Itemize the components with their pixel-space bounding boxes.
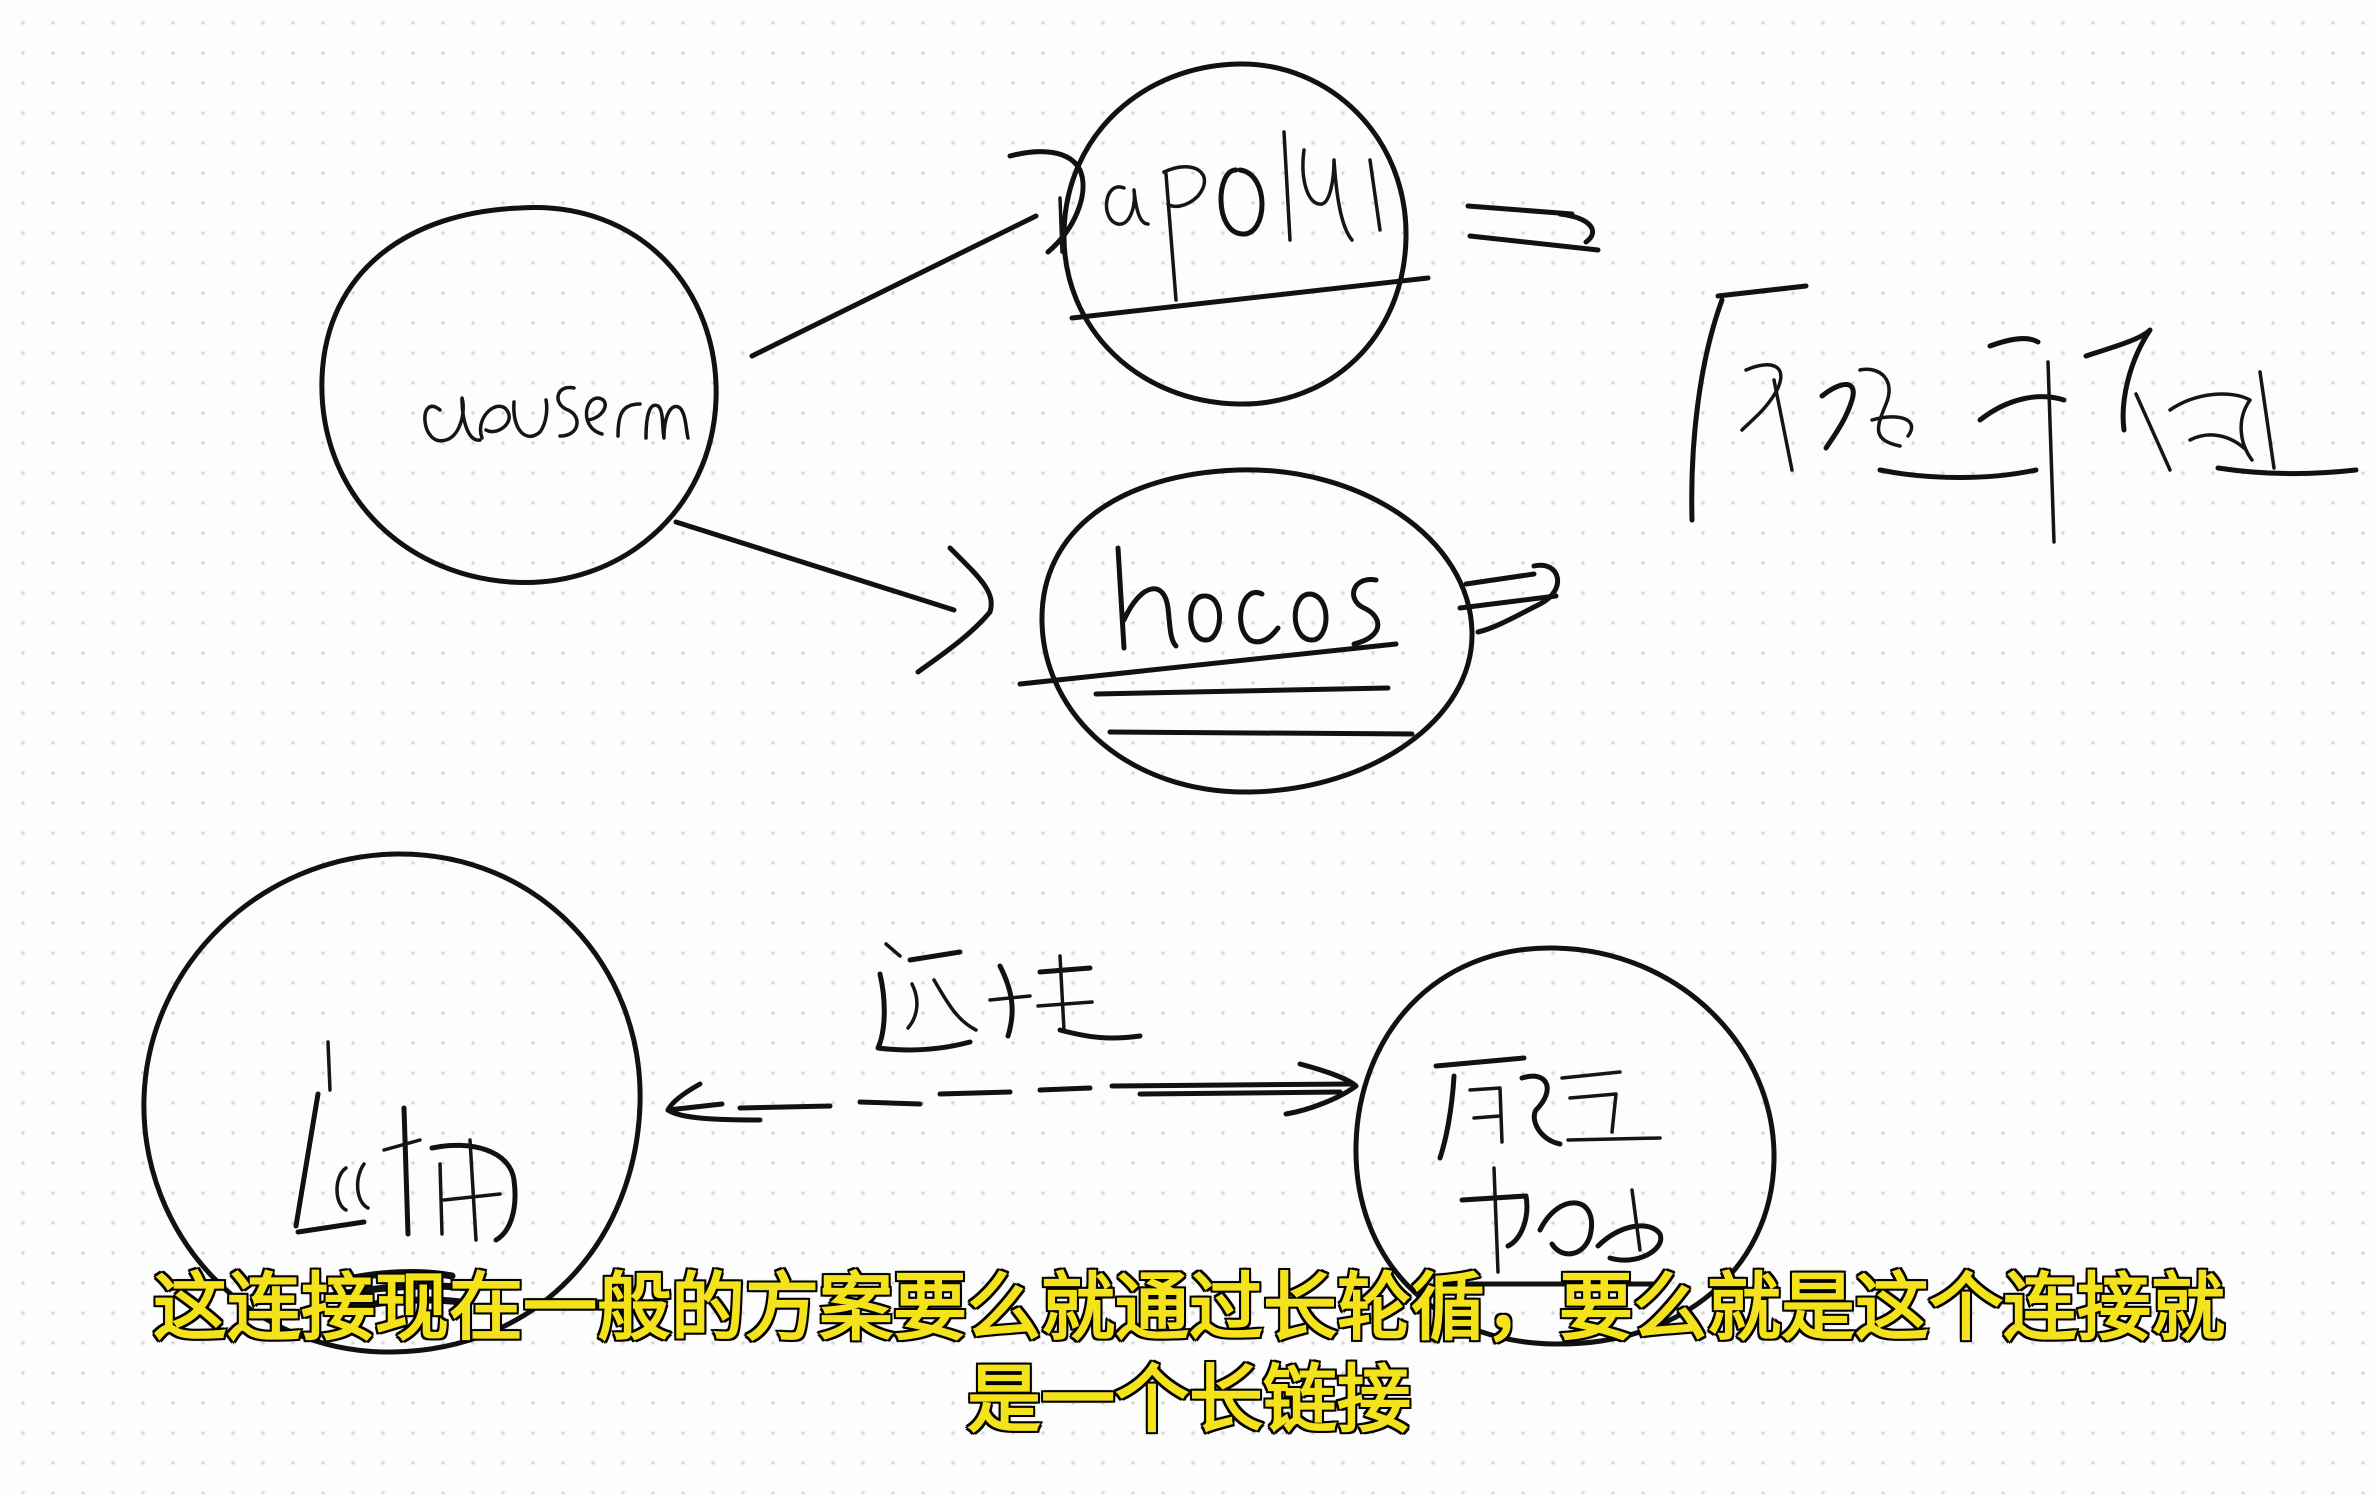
middle-arrow [1457,562,1560,635]
connection-label-handwriting [875,942,1143,1053]
bottom-left-node [141,851,643,1355]
top-arrow [1465,203,1601,253]
top-right-node-handwriting [1007,130,1382,302]
bidirectional-dashed-connector [665,1061,1359,1123]
bottom-right-node [1353,945,1777,1347]
middle-connector-arrowhead [915,545,994,675]
bottom-right-node-handwriting [1433,1055,1664,1274]
subtitle-line-2: 是一个长链接 [966,1356,1413,1445]
client-to-top-connector [749,213,1039,359]
top-right-node [1007,61,1431,407]
video-subtitle: 这连接现在一般的方案要么就通过长轮循，要么就是这个连接就 是一个长链接 [0,1262,2378,1446]
client-node-handwriting [423,385,690,443]
bottom-left-node-handwriting [293,1040,518,1312]
client-node [319,205,719,586]
right-note-handwriting [1689,283,2359,544]
middle-right-node [1017,467,1475,795]
middle-right-node-handwriting [1115,545,1381,651]
subtitle-line-1: 这连接现在一般的方案要么就通过长轮循，要么就是这个连接就 [152,1264,2227,1353]
client-to-middle-connector [673,519,957,613]
